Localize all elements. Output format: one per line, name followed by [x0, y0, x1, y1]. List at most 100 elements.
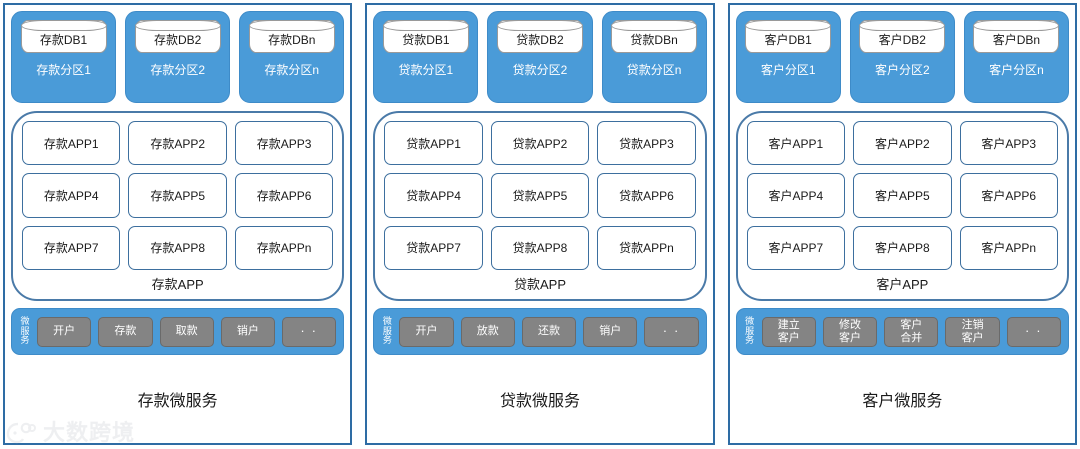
column-footer: 存款微服务	[11, 355, 344, 443]
app-box[interactable]: 客户APP5	[853, 173, 952, 218]
app-box[interactable]: 存款APP8	[128, 225, 227, 270]
app-box[interactable]: 存款APP5	[128, 173, 227, 218]
app-box[interactable]: 客户APP1	[746, 121, 846, 166]
app-box[interactable]: 贷款APP6	[597, 173, 696, 218]
app-box[interactable]: 存款APPn	[234, 225, 334, 270]
column-footer: 客户微服务	[736, 355, 1069, 443]
microservice-chip[interactable]: 修改 客户	[822, 316, 878, 347]
database-cylinder-icon[interactable]: 贷款DB2	[496, 20, 583, 53]
app-box[interactable]: 存款APP2	[128, 121, 227, 166]
microservice-chip[interactable]: 取款	[159, 316, 214, 347]
partition-label: 存款分区1	[36, 63, 91, 77]
database-label: 存款DB1	[39, 33, 88, 47]
microservice-chip[interactable]: 还款	[521, 316, 577, 347]
database-label: 客户DBn	[992, 33, 1041, 47]
column-title: 存款微服务	[137, 393, 218, 410]
microservice-vertical-label: 微 服 务	[745, 316, 755, 346]
microservice-bar: 微 服 务开户存款取款销户. .	[11, 308, 345, 355]
microservice-chip[interactable]: 建立 客户	[761, 316, 816, 347]
app-box[interactable]: 客户APP4	[746, 173, 846, 218]
partition-label: 存款分区2	[150, 63, 205, 77]
partition-block[interactable]: 贷款DB1 贷款分区1	[373, 11, 479, 103]
partition-row: 客户DB1 客户分区1 客户DB2 客户分区2 客户DBn 客户分区n	[735, 11, 1069, 103]
microservice-chip[interactable]: 开户	[37, 316, 92, 347]
microservice-chip-list: 开户存款取款销户. .	[37, 316, 337, 347]
microservice-vertical-label: 微 服 务	[382, 316, 392, 346]
partition-row: 存款DB1 存款分区1 存款DB2 存款分区2 存款DBn 存款分区n	[11, 11, 345, 103]
microservice-chip-list: 建立 客户修改 客户客户 合并注销 客户. .	[761, 316, 1061, 347]
column-footer: 贷款微服务	[373, 355, 706, 443]
microservice-chip-list: 开户放款还款销户. .	[399, 316, 699, 347]
partition-label: 客户分区n	[989, 63, 1044, 77]
partition-block[interactable]: 存款DBn 存款分区n	[239, 11, 345, 103]
database-cylinder-icon[interactable]: 客户DBn	[973, 20, 1060, 53]
database-cylinder-icon[interactable]: 存款DBn	[248, 20, 335, 53]
app-box[interactable]: 客户APP3	[959, 121, 1058, 166]
partition-label: 贷款分区1	[398, 63, 454, 77]
app-box[interactable]: 存款APP4	[22, 173, 121, 218]
database-cylinder-icon[interactable]: 贷款DBn	[611, 20, 698, 53]
microservice-chip[interactable]: 销户	[583, 316, 638, 347]
microservice-chip[interactable]: 注销 客户	[945, 316, 1000, 347]
app-box[interactable]: 存款APP1	[22, 121, 121, 166]
partition-block[interactable]: 客户DBn 客户分区n	[963, 11, 1069, 103]
partition-label: 存款分区n	[264, 63, 320, 77]
app-box[interactable]: 客户APP2	[853, 121, 952, 166]
database-label: 存款DBn	[268, 33, 316, 47]
database-cylinder-icon[interactable]: 客户DB1	[745, 20, 832, 53]
microservice-vertical-label: 微 服 务	[20, 316, 30, 346]
partition-row: 贷款DB1 贷款分区1 贷款DB2 贷款分区2 贷款DBn 贷款分区n	[373, 11, 707, 103]
app-box[interactable]: 贷款APP3	[597, 121, 696, 166]
app-box[interactable]: 贷款APP7	[384, 225, 483, 270]
app-box[interactable]: 贷款APPn	[597, 225, 696, 270]
app-box[interactable]: 客户APPn	[959, 225, 1058, 270]
database-cylinder-icon[interactable]: 客户DB2	[859, 20, 946, 53]
database-label: 贷款DB1	[402, 33, 450, 47]
app-box[interactable]: 客户APP6	[959, 173, 1058, 218]
partition-block[interactable]: 贷款DB2 贷款分区2	[487, 11, 593, 103]
partition-block[interactable]: 存款DB2 存款分区2	[125, 11, 231, 103]
microservice-chip[interactable]: 销户	[220, 316, 276, 347]
microservice-chip[interactable]: 客户 合并	[884, 316, 939, 347]
partition-label: 客户分区2	[874, 63, 930, 77]
microservice-chip-more[interactable]: . .	[1006, 316, 1061, 347]
app-box[interactable]: 客户APP7	[746, 225, 846, 270]
database-cylinder-icon[interactable]: 贷款DB1	[382, 20, 469, 53]
database-label: 客户DB2	[878, 33, 926, 47]
app-box[interactable]: 贷款APP8	[490, 225, 590, 270]
app-box[interactable]: 客户APP8	[853, 225, 952, 270]
microservice-bar: 微 服 务建立 客户修改 客户客户 合并注销 客户. .	[735, 308, 1069, 355]
app-box[interactable]: 存款APP7	[22, 225, 121, 270]
microservice-chip[interactable]: 存款	[98, 316, 153, 347]
partition-block[interactable]: 客户DB1 客户分区1	[735, 11, 841, 103]
partition-block[interactable]: 贷款DBn 贷款分区n	[601, 11, 707, 103]
partition-block[interactable]: 客户DB2 客户分区2	[849, 11, 955, 103]
app-box[interactable]: 存款APP3	[234, 121, 334, 166]
microservice-chip[interactable]: 开户	[399, 316, 454, 347]
microservice-bar: 微 服 务开户放款还款销户. .	[373, 308, 707, 355]
app-box[interactable]: 存款APP6	[234, 173, 334, 218]
partition-label: 贷款分区n	[626, 63, 682, 77]
app-box[interactable]: 贷款APP5	[490, 173, 590, 218]
database-label: 存款DB2	[153, 33, 202, 47]
microservice-chip-more[interactable]: . .	[282, 316, 337, 347]
partition-block[interactable]: 存款DB1 存款分区1	[11, 11, 117, 103]
database-cylinder-icon[interactable]: 存款DB1	[20, 20, 107, 53]
partition-label: 贷款分区2	[512, 63, 568, 77]
partition-label: 客户分区1	[760, 63, 816, 77]
microservice-chip-more[interactable]: . .	[644, 316, 699, 347]
database-cylinder-icon[interactable]: 存款DB2	[134, 20, 221, 53]
app-box[interactable]: 贷款APP1	[384, 121, 483, 166]
app-box[interactable]: 贷款APP2	[490, 121, 590, 166]
app-container-caption: 存款APP	[151, 277, 204, 292]
app-box[interactable]: 贷款APP4	[384, 173, 483, 218]
column-title: 客户微服务	[862, 393, 943, 410]
microservice-chip[interactable]: 放款	[460, 316, 515, 347]
